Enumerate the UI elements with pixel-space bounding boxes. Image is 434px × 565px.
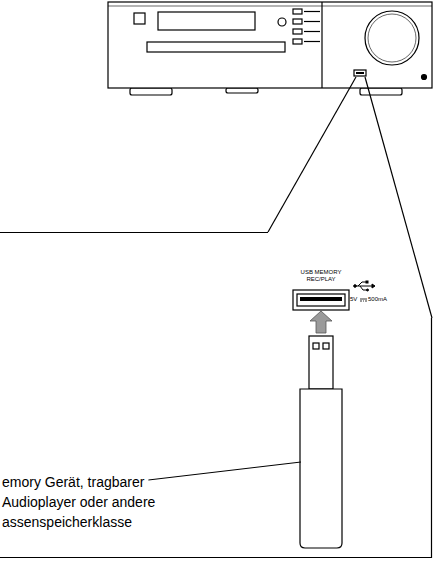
connector-hole bbox=[323, 343, 329, 349]
power-button bbox=[134, 13, 145, 24]
callout-box: USB MEMORY REC/PLAY 5V 500mA emory Gerät, t… bbox=[0, 232, 432, 558]
zoom-line bbox=[268, 77, 356, 232]
usb-port-opening bbox=[297, 294, 345, 306]
usb-stick-body bbox=[300, 389, 342, 548]
text-slot: emory Gerät, tragbarer Audioplayer oder … bbox=[2, 472, 180, 532]
panel-divider bbox=[321, 2, 322, 88]
unit-edge bbox=[108, 6, 432, 7]
text-slot: 5V bbox=[350, 296, 362, 303]
sensor-circle bbox=[278, 18, 286, 26]
device-description: emory Gerät, tragbarer Audioplayer oder … bbox=[2, 472, 180, 532]
connector-hole bbox=[313, 343, 319, 349]
unit-foot bbox=[360, 88, 402, 95]
control-button bbox=[293, 29, 302, 34]
button-line bbox=[304, 11, 320, 12]
text-slot: 500mA bbox=[368, 296, 398, 303]
callout-border bbox=[0, 233, 432, 558]
usb-port-large bbox=[293, 290, 349, 310]
usb-port-slot bbox=[356, 72, 364, 74]
port-label: USB MEMORY REC/PLAY bbox=[297, 269, 345, 282]
usb-symbol bbox=[354, 281, 375, 291]
button-line bbox=[304, 31, 320, 32]
volume-knob-ring bbox=[368, 14, 416, 62]
unit-foot bbox=[226, 88, 258, 93]
callout-outline bbox=[0, 232, 434, 560]
button-line bbox=[304, 41, 320, 42]
usb-port-small bbox=[354, 70, 366, 76]
unit-housing bbox=[108, 2, 432, 88]
volume-knob bbox=[365, 11, 419, 65]
control-button bbox=[293, 19, 302, 24]
indicator-dot bbox=[422, 75, 427, 80]
unit-foot bbox=[130, 88, 172, 95]
button-line bbox=[304, 21, 320, 22]
usb-port-tongue bbox=[300, 297, 342, 301]
text-slot: USB MEMORY REC/PLAY bbox=[297, 269, 345, 282]
current-label: 500mA bbox=[368, 296, 398, 303]
display-window bbox=[158, 12, 255, 30]
stick-connector bbox=[309, 336, 333, 389]
voltage-label: 5V bbox=[350, 296, 362, 303]
zoom-line bbox=[365, 77, 432, 318]
control-button bbox=[293, 39, 302, 44]
insert-arrow bbox=[310, 311, 332, 333]
leader-line bbox=[148, 462, 301, 480]
disc-slot bbox=[147, 42, 285, 52]
dc-symbol bbox=[360, 299, 367, 301]
control-button bbox=[293, 9, 302, 14]
